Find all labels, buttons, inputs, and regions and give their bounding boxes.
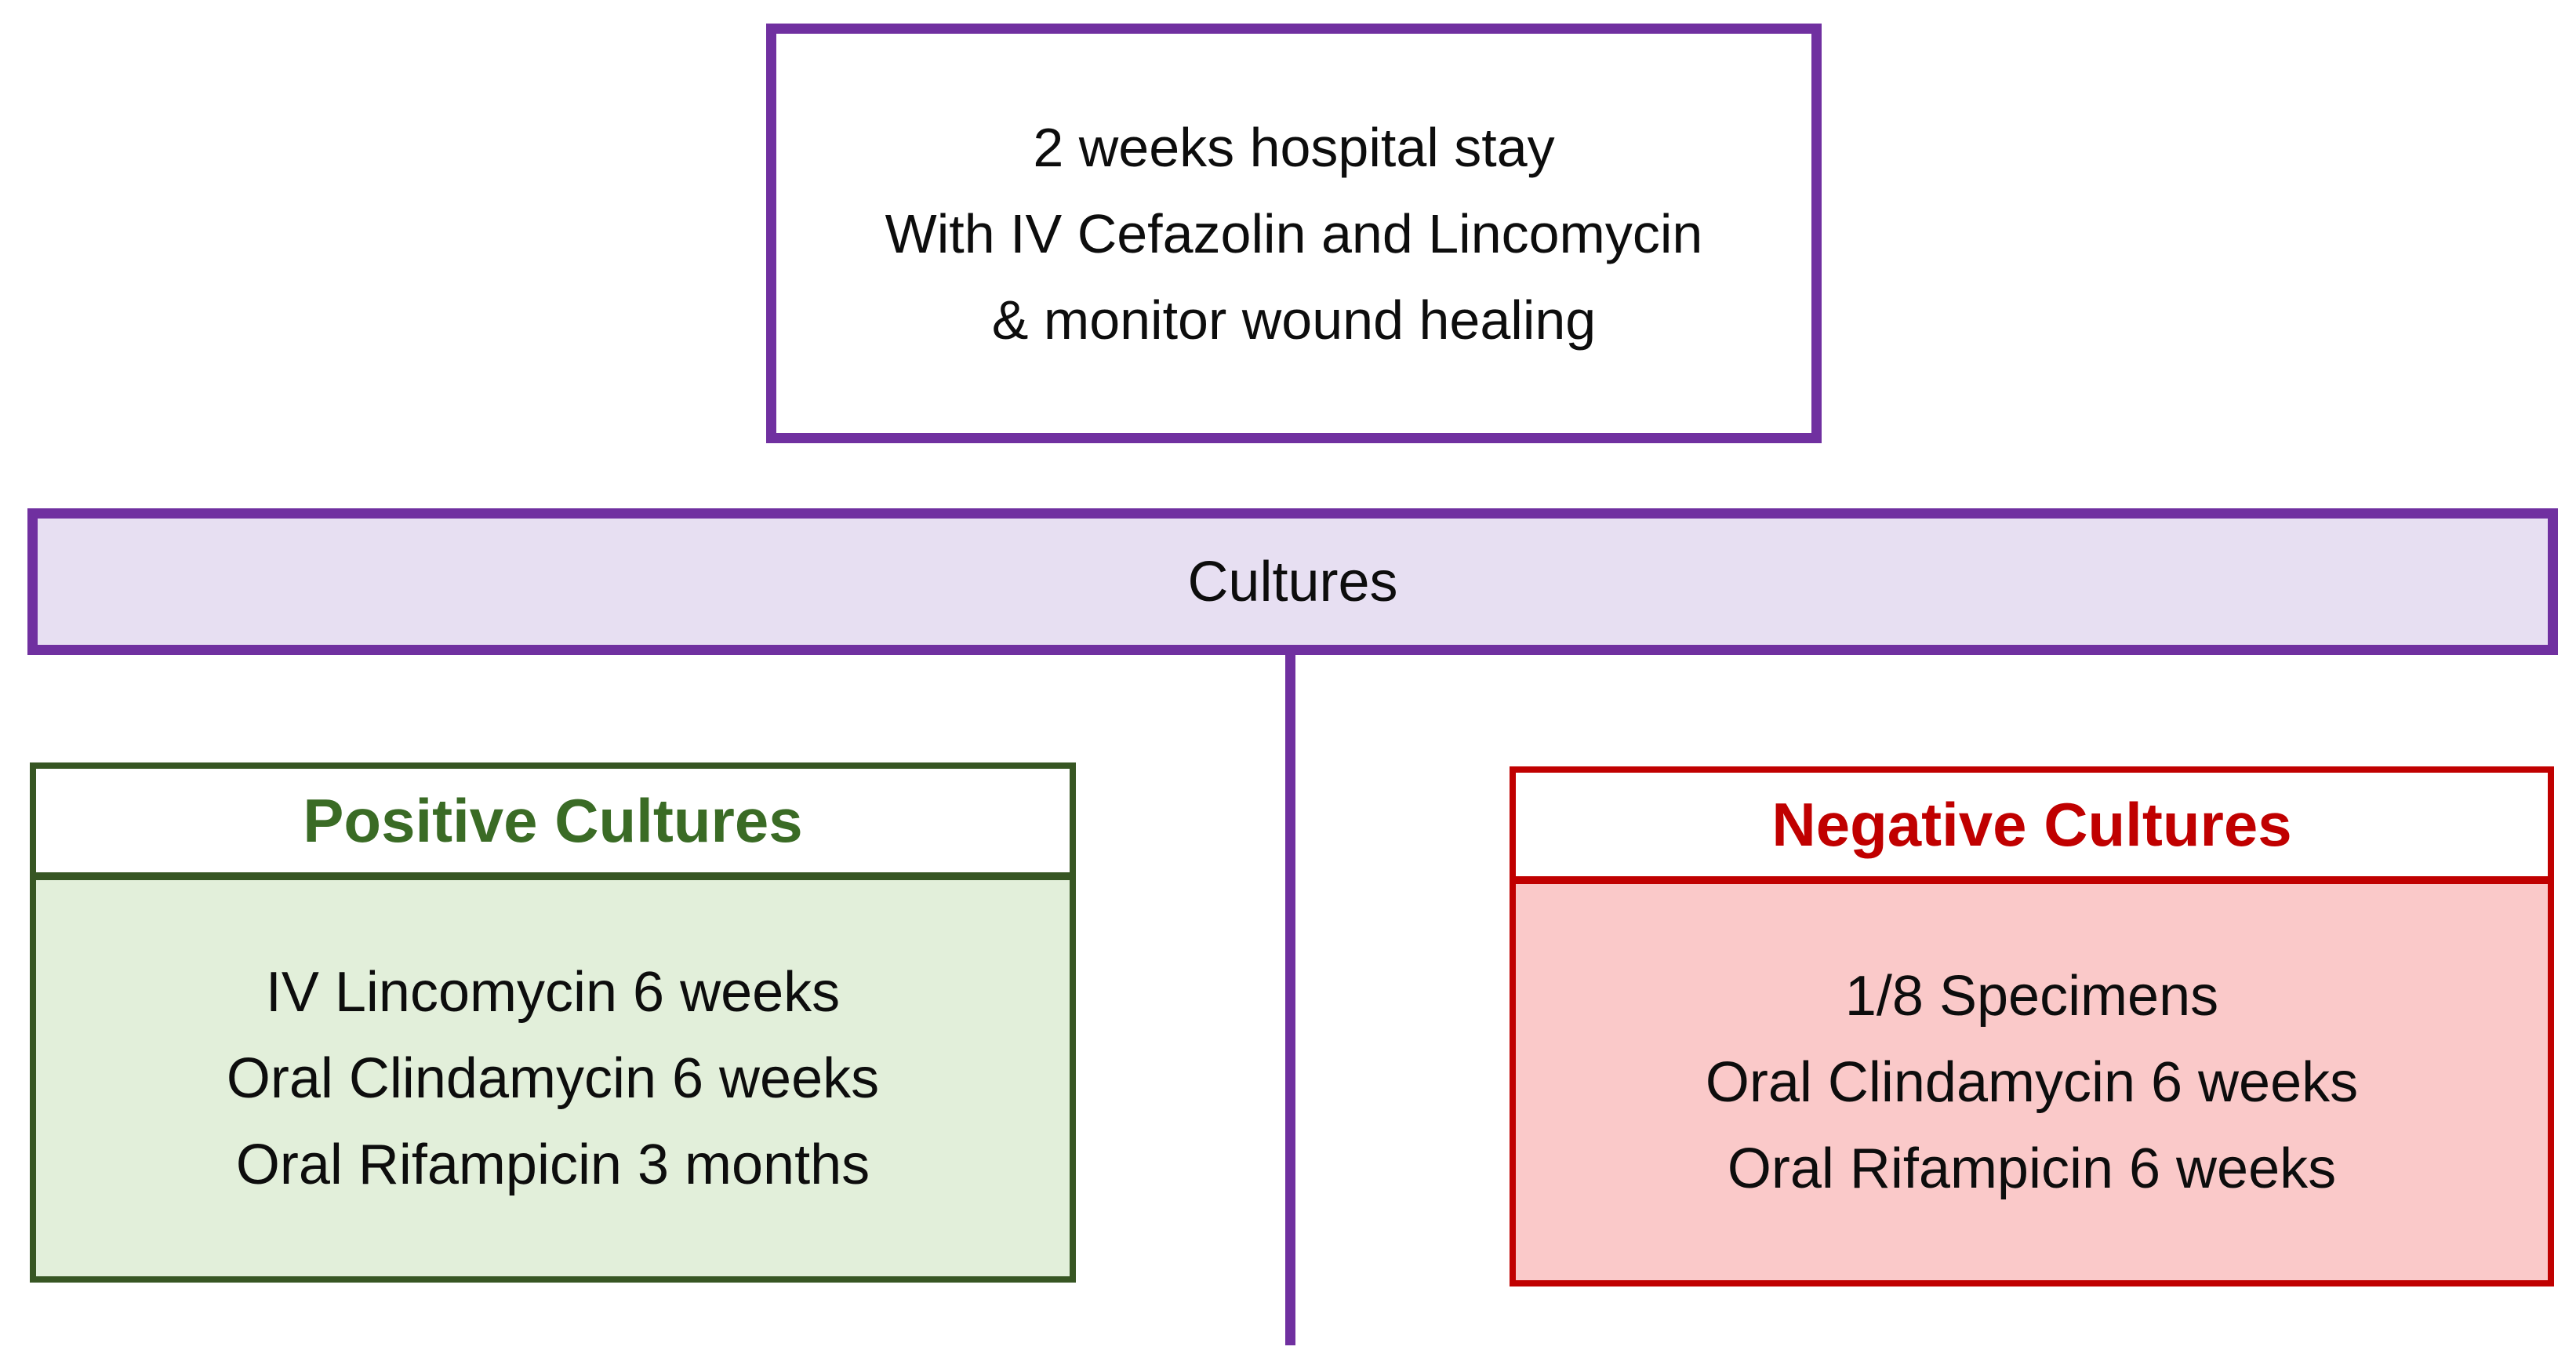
- cultures-label: Cultures: [1187, 550, 1398, 613]
- initial-treatment-box: 2 weeks hospital stay With IV Cefazolin …: [766, 24, 1822, 443]
- negative-treatment-line-3: Oral Rifampicin 6 weeks: [1727, 1137, 2337, 1200]
- negative-cultures-title: Negative Cultures: [1516, 773, 2548, 884]
- positive-cultures-box: Positive Cultures IV Lincomycin 6 weeks …: [30, 762, 1076, 1283]
- negative-cultures-body: 1/8 Specimens Oral Clindamycin 6 weeks O…: [1516, 884, 2548, 1280]
- positive-treatment-line-2: Oral Clindamycin 6 weeks: [226, 1046, 880, 1110]
- cultures-bar: Cultures: [27, 508, 2558, 655]
- initial-treatment-line-2: With IV Cefazolin and Lincomycin: [885, 202, 1703, 264]
- positive-treatment-line-1: IV Lincomycin 6 weeks: [265, 960, 841, 1024]
- initial-treatment-line-1: 2 weeks hospital stay: [1033, 116, 1555, 178]
- positive-cultures-body: IV Lincomycin 6 weeks Oral Clindamycin 6…: [36, 880, 1070, 1276]
- negative-treatment-line-2: Oral Clindamycin 6 weeks: [1705, 1050, 2359, 1114]
- cultures-connector-line: [1285, 655, 1295, 1345]
- positive-treatment-line-3: Oral Rifampicin 3 months: [235, 1133, 870, 1196]
- negative-cultures-box: Negative Cultures 1/8 Specimens Oral Cli…: [1510, 766, 2554, 1286]
- positive-cultures-title: Positive Cultures: [36, 769, 1070, 880]
- negative-treatment-line-1: 1/8 Specimens: [1844, 964, 2219, 1028]
- initial-treatment-line-3: & monitor wound healing: [991, 289, 1597, 351]
